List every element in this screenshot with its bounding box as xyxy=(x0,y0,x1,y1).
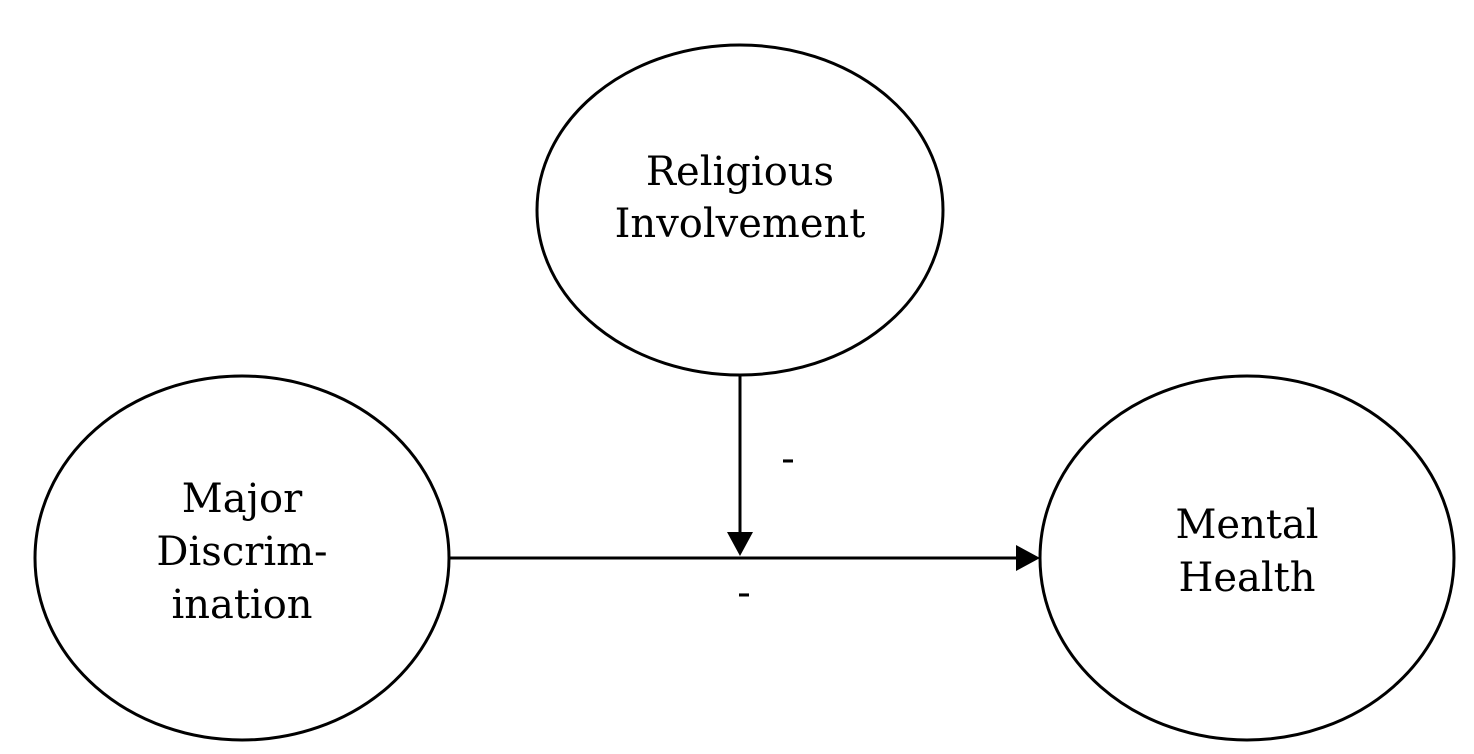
node-major-discrimination: Major Discrim- ination xyxy=(33,374,451,742)
discrimination-to-health-sign: - xyxy=(737,570,751,616)
religious-involvement-label-line-1: Religious xyxy=(646,149,834,195)
node-mental-health: Mental Health xyxy=(1038,374,1456,742)
major-discrimination-label-line-1: Major xyxy=(182,476,303,522)
major-discrimination-ellipse xyxy=(33,374,451,742)
discrimination-to-health-arrowhead xyxy=(1016,545,1040,571)
religion-moderation-sign: - xyxy=(781,436,795,482)
mental-health-label-line-2: Health xyxy=(1178,555,1315,601)
edge-religion-moderation: - xyxy=(727,375,795,556)
mental-health-ellipse xyxy=(1038,374,1456,742)
major-discrimination-label-line-3: ination xyxy=(171,582,312,628)
religion-moderation-arrowhead xyxy=(727,532,753,556)
mental-health-label-line-1: Mental xyxy=(1175,502,1318,548)
major-discrimination-label-line-2: Discrim- xyxy=(156,529,327,575)
node-religious-involvement: Religious Involvement xyxy=(535,43,945,377)
religious-involvement-ellipse xyxy=(535,43,945,377)
religious-involvement-label-line-2: Involvement xyxy=(615,201,866,247)
edge-discrimination-to-health: - xyxy=(449,545,1040,616)
